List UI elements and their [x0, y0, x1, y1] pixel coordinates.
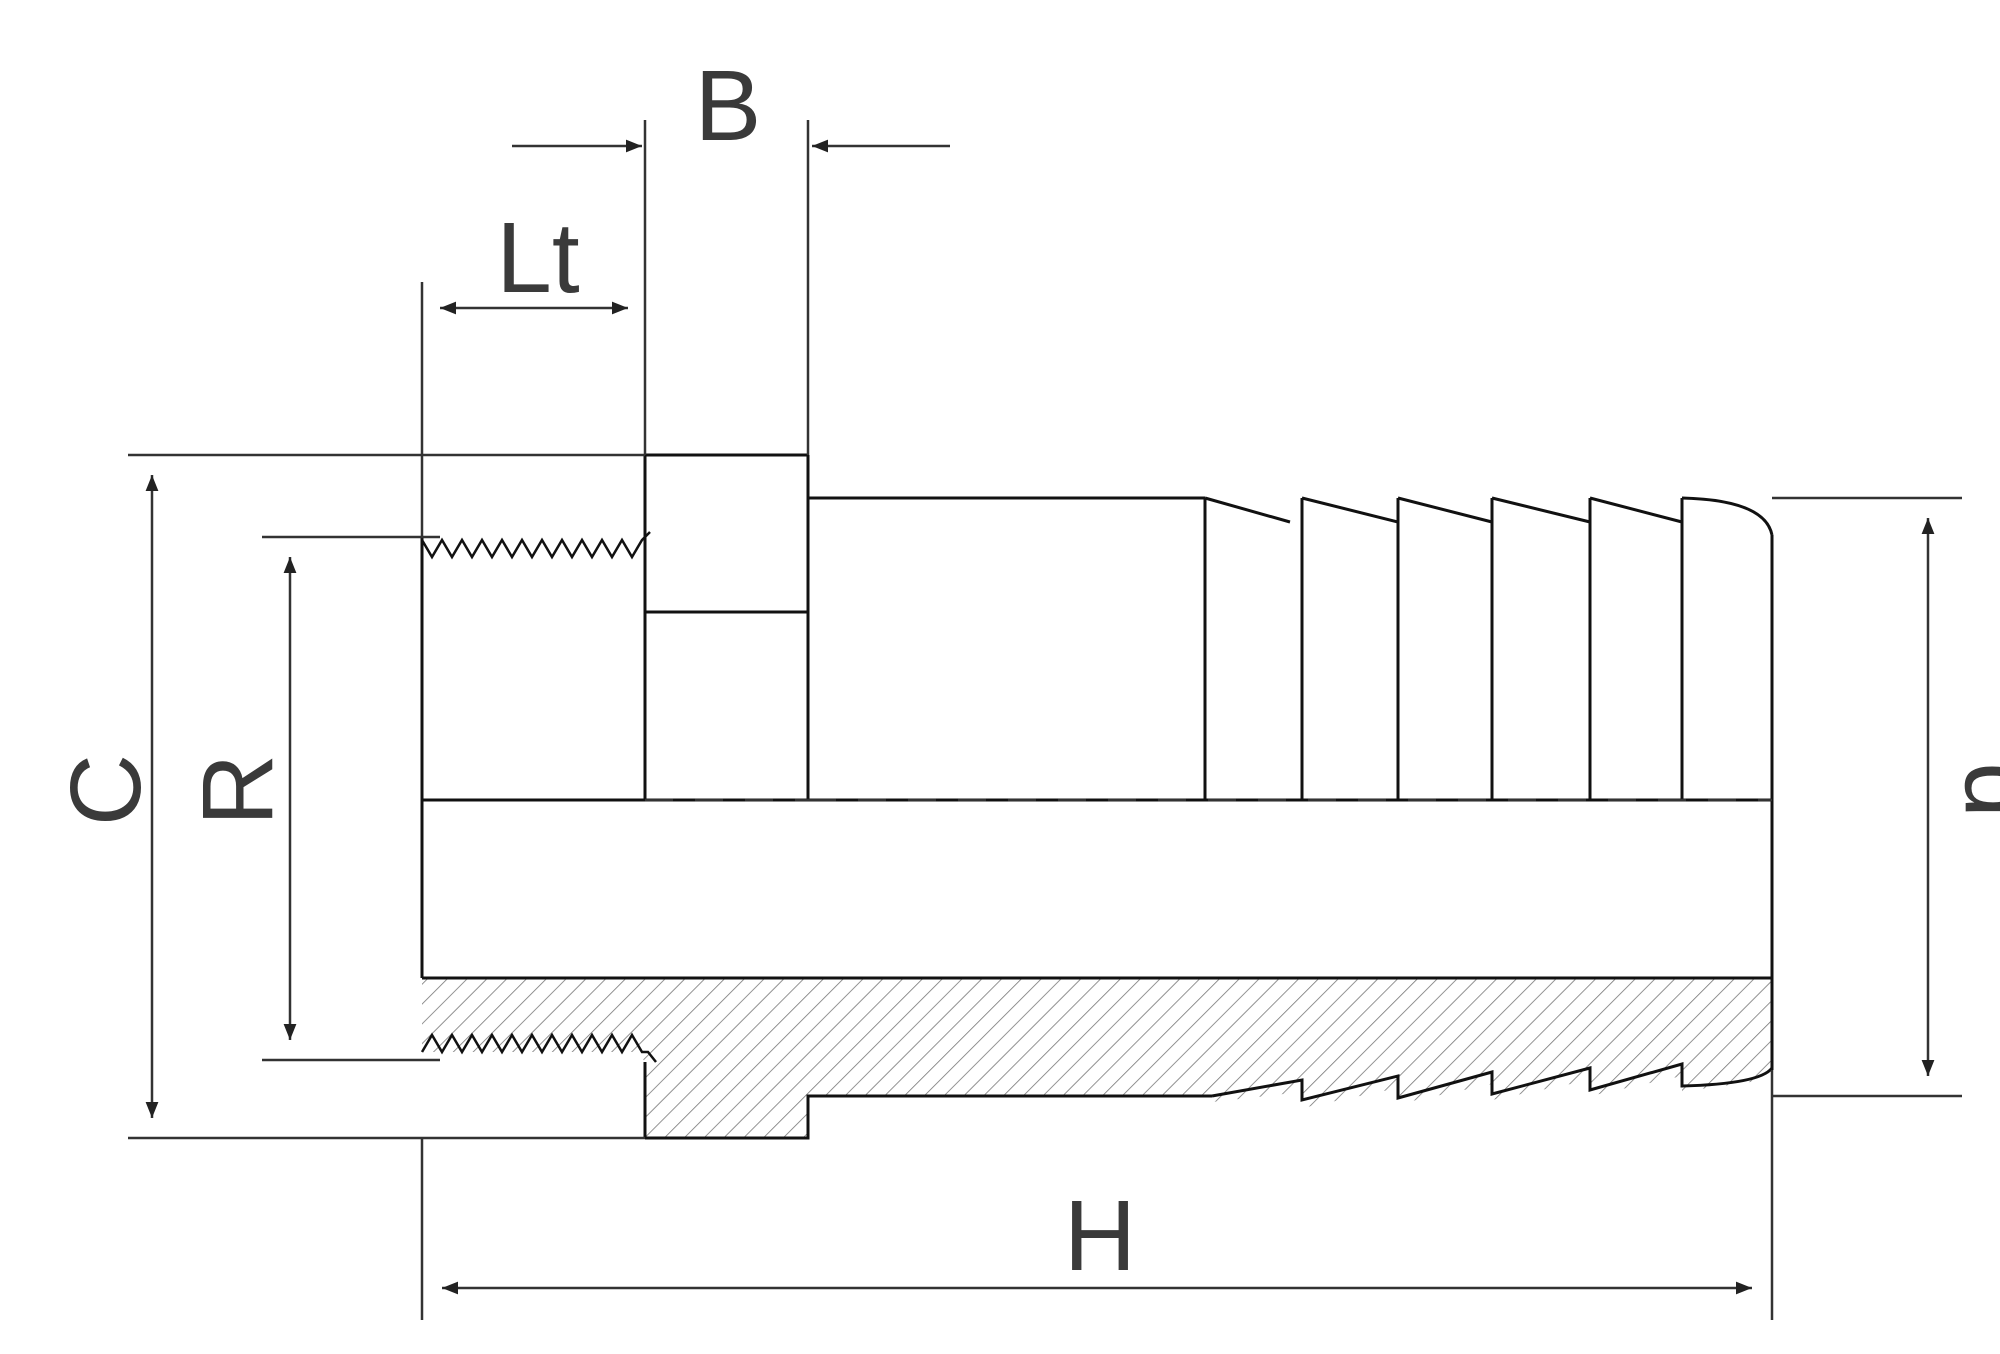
- label-c: C: [50, 754, 162, 826]
- label-b: B: [695, 50, 762, 162]
- label-h: H: [1064, 1180, 1136, 1292]
- hatched-section: [422, 978, 1772, 1138]
- label-r: R: [182, 754, 294, 826]
- extension-lines: [128, 120, 1962, 1320]
- upper-thread: [420, 531, 651, 560]
- lower-thread: [420, 1032, 657, 1063]
- label-lt: Lt: [496, 202, 580, 314]
- label-d: d: [1944, 762, 2000, 818]
